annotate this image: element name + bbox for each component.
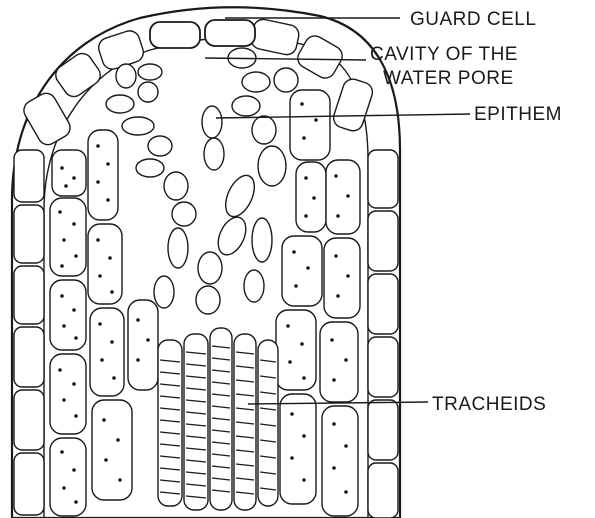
label-guard-cell: GUARD CELL <box>410 9 536 30</box>
label-cavity-line2: WATER PORE <box>383 68 514 89</box>
label-tracheids: TRACHEIDS <box>432 394 546 415</box>
label-cavity-line1: CAVITY OF THE <box>370 44 518 65</box>
label-epithem: EPITHEM <box>474 104 562 125</box>
